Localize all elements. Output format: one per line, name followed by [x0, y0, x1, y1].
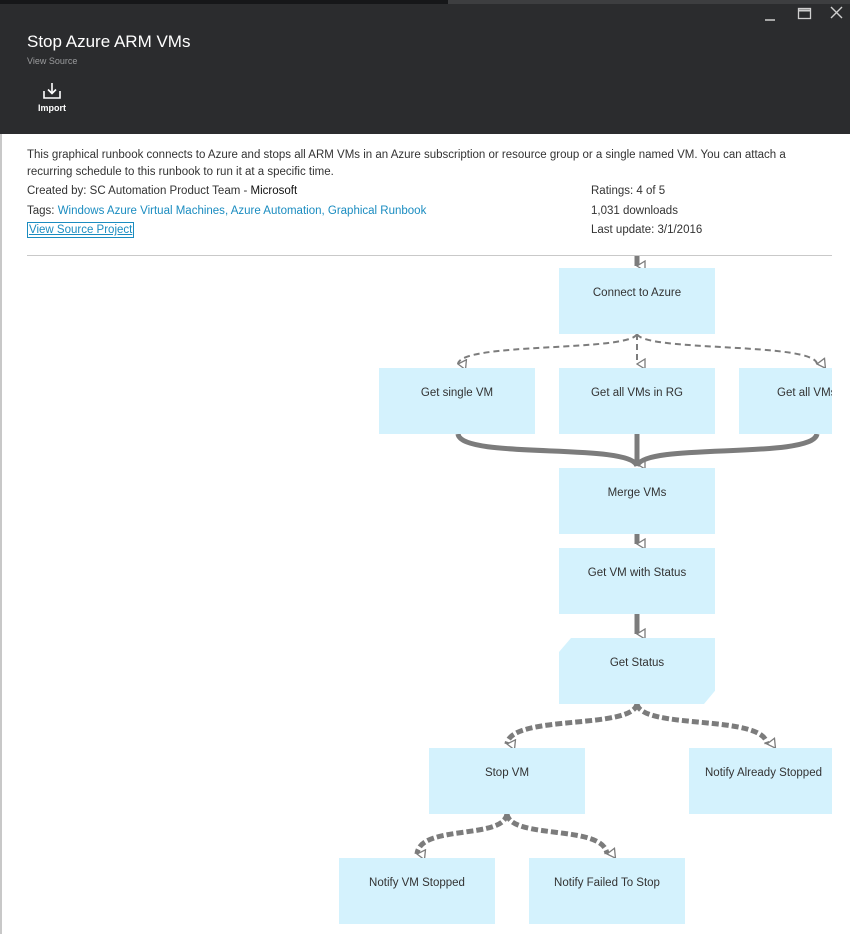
- node-label: Connect to Azure: [592, 287, 682, 299]
- node-get-single-vm[interactable]: Get single VM: [379, 368, 535, 434]
- link-getstatus-stopvm: [504, 702, 640, 744]
- node-get-all-vms[interactable]: Get all VMs: [739, 368, 832, 434]
- downloads: 1,031 downloads: [591, 204, 678, 217]
- link-connect-getsingle: [458, 333, 638, 364]
- runbook-diagram-canvas[interactable]: Connect to Azure Get single VM Get all V…: [0, 256, 850, 934]
- download-icon: [30, 82, 74, 100]
- diagram-links: [414, 256, 850, 934]
- link-getstatus-notifyalready: [634, 702, 767, 744]
- node-label: Get single VM: [420, 387, 494, 399]
- runbook-description: This graphical runbook connects to Azure…: [27, 149, 786, 178]
- node-notify-vm-stopped[interactable]: Notify VM Stopped: [339, 858, 495, 924]
- created-by-org: Microsoft: [250, 185, 298, 197]
- top-strip: [0, 0, 850, 4]
- tags-label: Tags:: [27, 204, 58, 217]
- tag-separator: ,: [224, 204, 231, 217]
- node-get-status[interactable]: Get Status: [559, 638, 715, 704]
- node-label: Get all VMs: [777, 387, 832, 399]
- node-connect-to-azure[interactable]: Connect to Azure: [559, 268, 715, 334]
- node-label: Get VM with Status: [587, 567, 687, 579]
- node-notify-already-stopped[interactable]: Notify Already Stopped: [689, 748, 832, 814]
- created-by-row: Created by: SC Automation Product Team -…: [27, 182, 426, 202]
- divider: [27, 255, 832, 256]
- tags-row: Tags: Windows Azure Virtual Machines, Az…: [27, 202, 426, 222]
- view-source-project-link[interactable]: View Source Project: [27, 222, 135, 238]
- node-get-all-vms-in-rg[interactable]: Get all VMs in RG: [559, 368, 715, 434]
- node-notify-failed-to-stop[interactable]: Notify Failed To Stop: [529, 858, 685, 924]
- tag-graphical-runbook[interactable]: Graphical Runbook: [327, 204, 427, 217]
- node-label: Get Status: [609, 657, 665, 669]
- node-label: Merge VMs: [607, 487, 667, 499]
- blade-header: Stop Azure ARM VMs View Source Import: [0, 4, 850, 134]
- node-merge-vms[interactable]: Merge VMs: [559, 468, 715, 534]
- minimize-icon[interactable]: [760, 4, 782, 24]
- tag-azure-automation[interactable]: Azure Automation: [230, 204, 322, 217]
- blade-title: Stop Azure ARM VMs: [27, 32, 191, 51]
- blade-left-border: [0, 134, 2, 934]
- node-label: Get all VMs in RG: [590, 387, 684, 399]
- tag-windows-azure-vms[interactable]: Windows Azure Virtual Machines: [57, 204, 225, 217]
- link-stopvm-notifyfailed: [504, 813, 607, 854]
- link-stopvm-notifystopped: [414, 813, 510, 854]
- node-label: Notify Already Stopped: [705, 767, 822, 779]
- meta-right: Ratings: 4 of 5 1,031 downloads Last upd…: [591, 182, 702, 241]
- active-blade-indicator: [0, 0, 448, 4]
- meta-left: Created by: SC Automation Product Team -…: [27, 182, 426, 241]
- node-label: Notify VM Stopped: [369, 877, 465, 889]
- import-label: Import: [38, 103, 66, 113]
- node-get-vm-with-status[interactable]: Get VM with Status: [559, 548, 715, 614]
- tag-separator: ,: [321, 204, 328, 217]
- close-icon[interactable]: [826, 4, 848, 24]
- last-update: Last update: 3/1/2016: [591, 224, 703, 236]
- link-getall-merge: [634, 432, 820, 468]
- node-label: Stop VM: [484, 767, 530, 779]
- ratings: Ratings: 4 of 5: [591, 185, 666, 197]
- maximize-icon[interactable]: [794, 4, 816, 24]
- import-button[interactable]: Import: [30, 82, 74, 122]
- link-getsingle-merge: [455, 432, 640, 468]
- link-connect-getall: [636, 333, 817, 364]
- node-label: Notify Failed To Stop: [554, 877, 660, 889]
- view-source-link[interactable]: View Source: [27, 56, 78, 66]
- node-stop-vm[interactable]: Stop VM: [429, 748, 585, 814]
- created-by-label: Created by: SC Automation Product Team -: [27, 185, 251, 197]
